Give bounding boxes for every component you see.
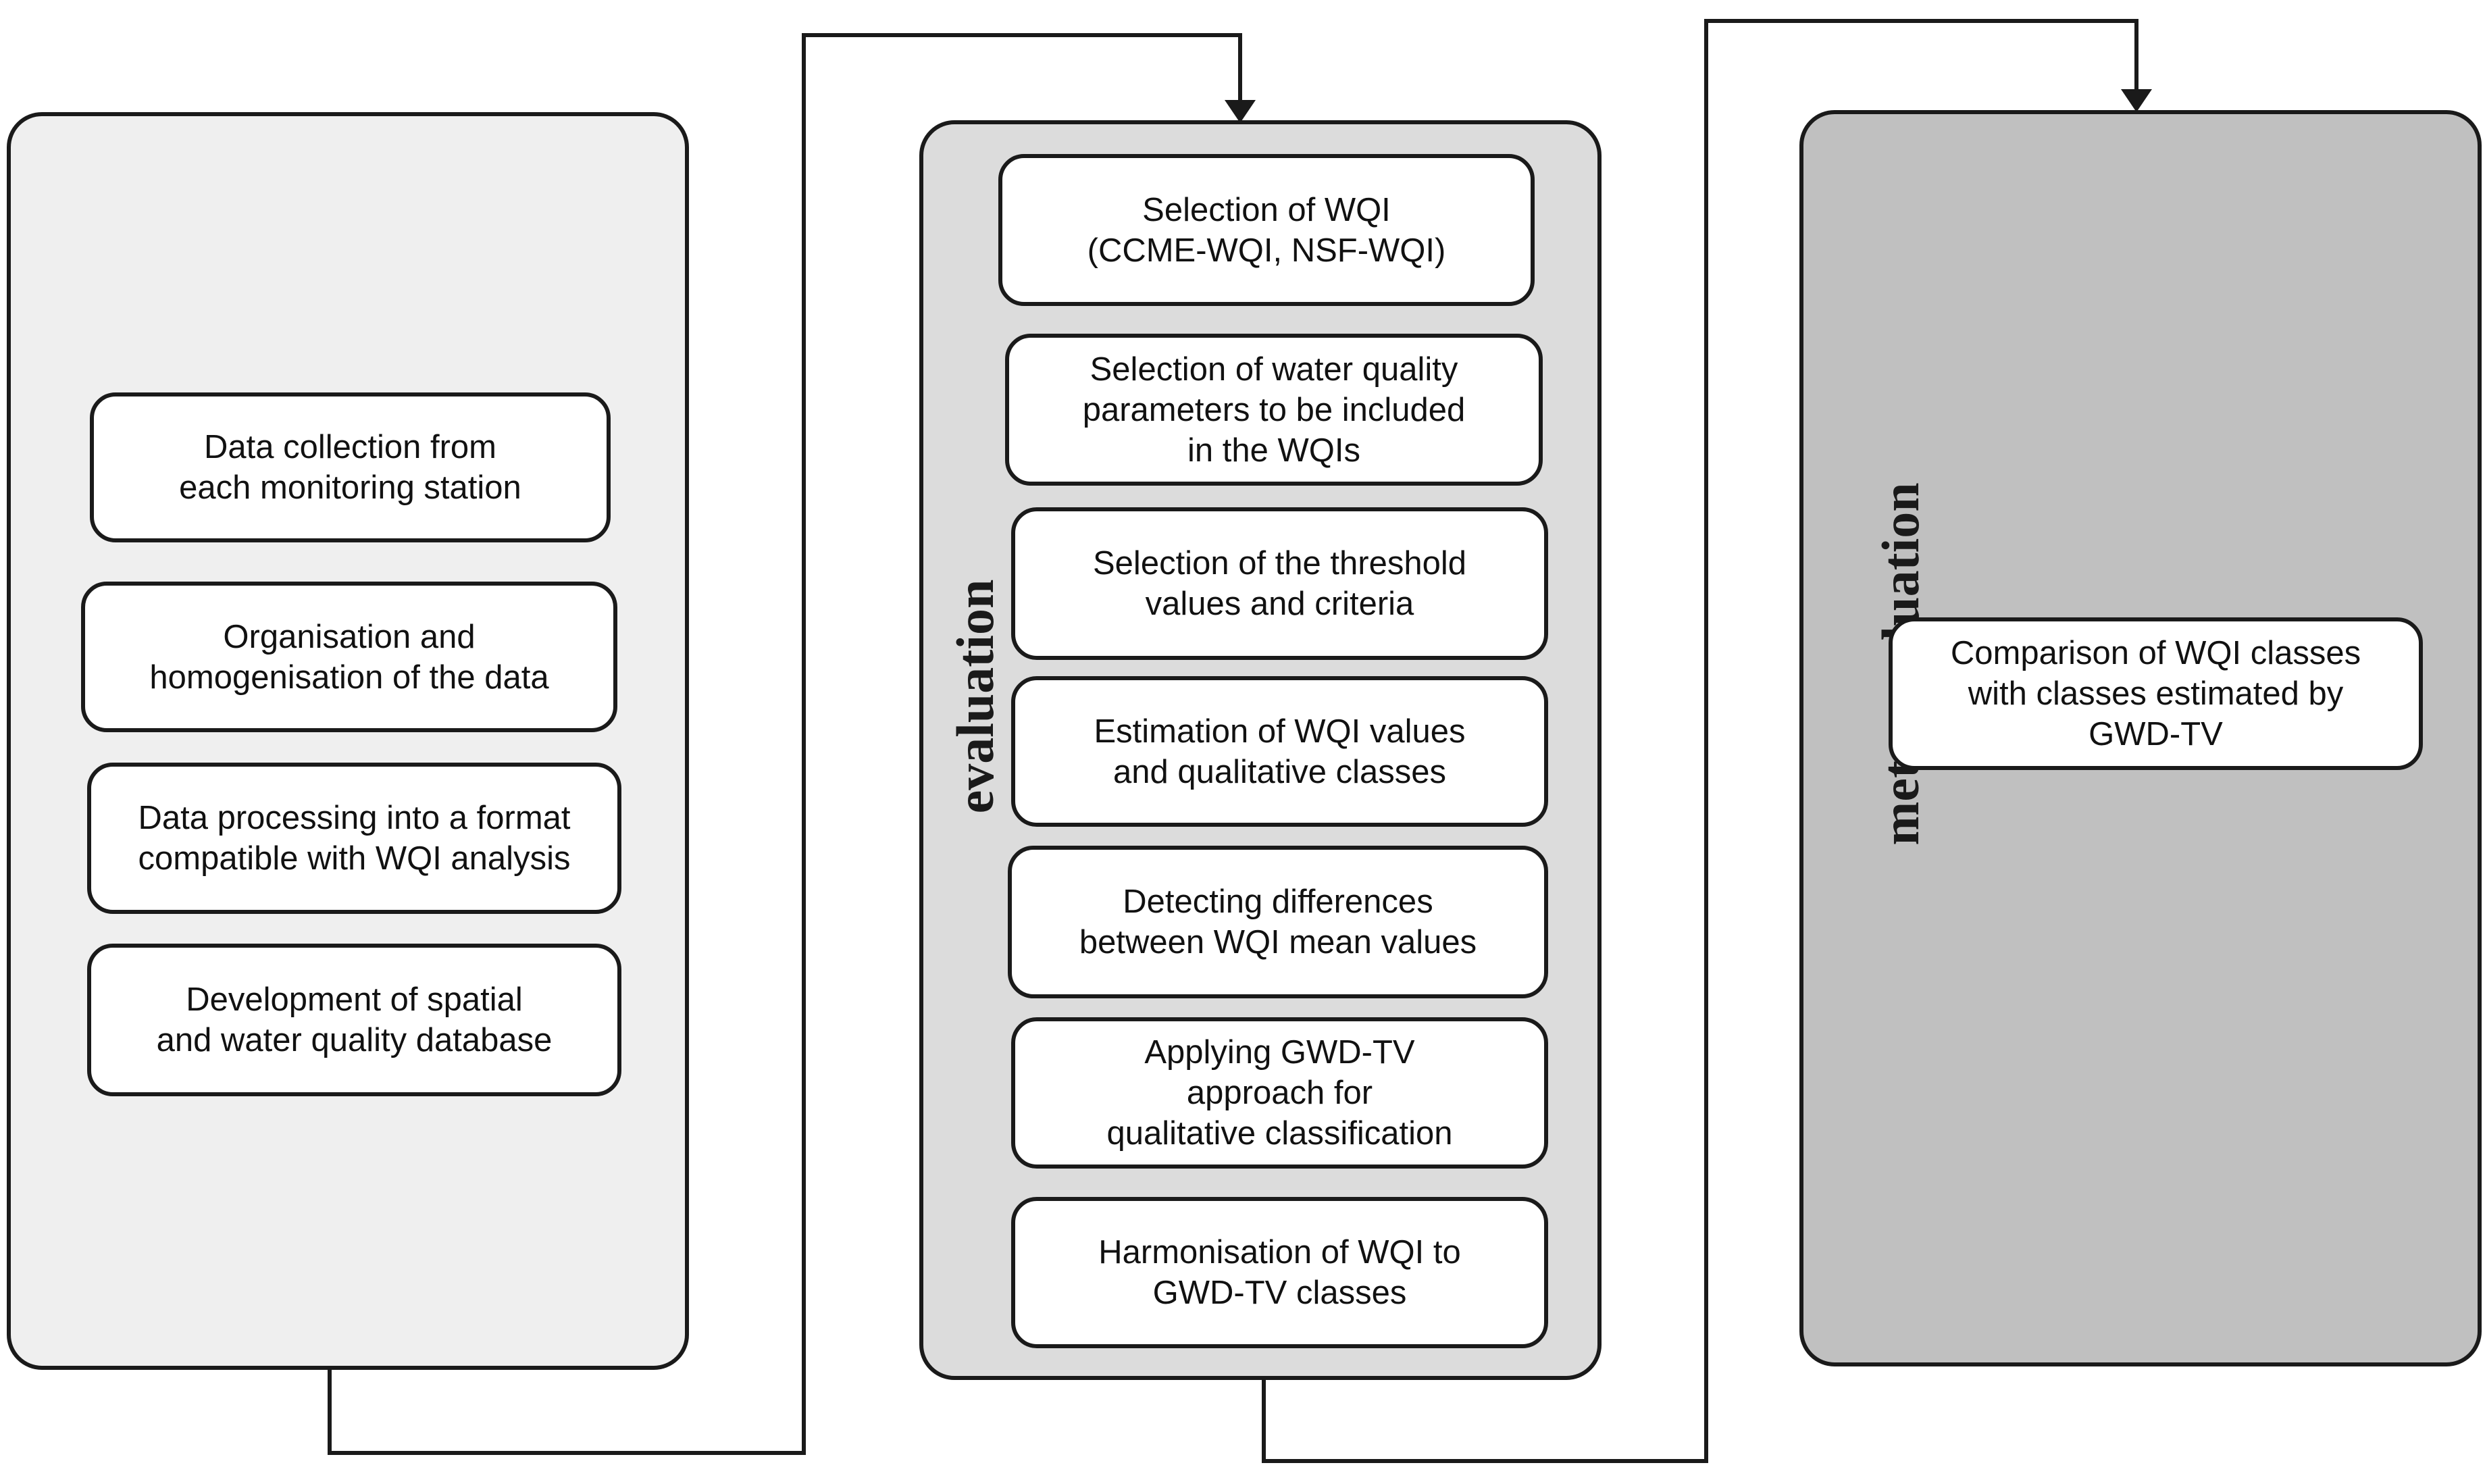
step-select-thresholds: Selection of the threshold values and cr… bbox=[1011, 507, 1548, 660]
step-apply-gwd-tv: Applying GWD-TV approach for qualitative… bbox=[1011, 1017, 1548, 1169]
step-select-parameters: Selection of water quality parameters to… bbox=[1005, 334, 1543, 486]
step-data-processing: Data processing into a format compatible… bbox=[87, 763, 621, 914]
step-organisation-homogenisation: Organisation and homogenisation of the d… bbox=[81, 582, 617, 732]
arrowhead-2 bbox=[2121, 89, 2152, 112]
evaluation-label: evaluation bbox=[946, 579, 1004, 814]
step-harmonisation: Harmonisation of WQI to GWD-TV classes bbox=[1011, 1197, 1548, 1348]
step-select-wqi: Selection of WQI (CCME-WQI, NSF-WQI) bbox=[998, 154, 1535, 306]
step-compare-classes: Comparison of WQI classes with classes e… bbox=[1889, 617, 2423, 770]
data-preparation-panel bbox=[7, 112, 689, 1370]
step-data-collection: Data collection from each monitoring sta… bbox=[90, 392, 611, 542]
arrowhead-1 bbox=[1225, 100, 1256, 123]
step-estimate-wqi: Estimation of WQI values and qualitative… bbox=[1011, 676, 1548, 827]
step-detect-differences: Detecting differences between WQI mean v… bbox=[1008, 846, 1548, 998]
step-database-development: Development of spatial and water quality… bbox=[87, 944, 621, 1096]
